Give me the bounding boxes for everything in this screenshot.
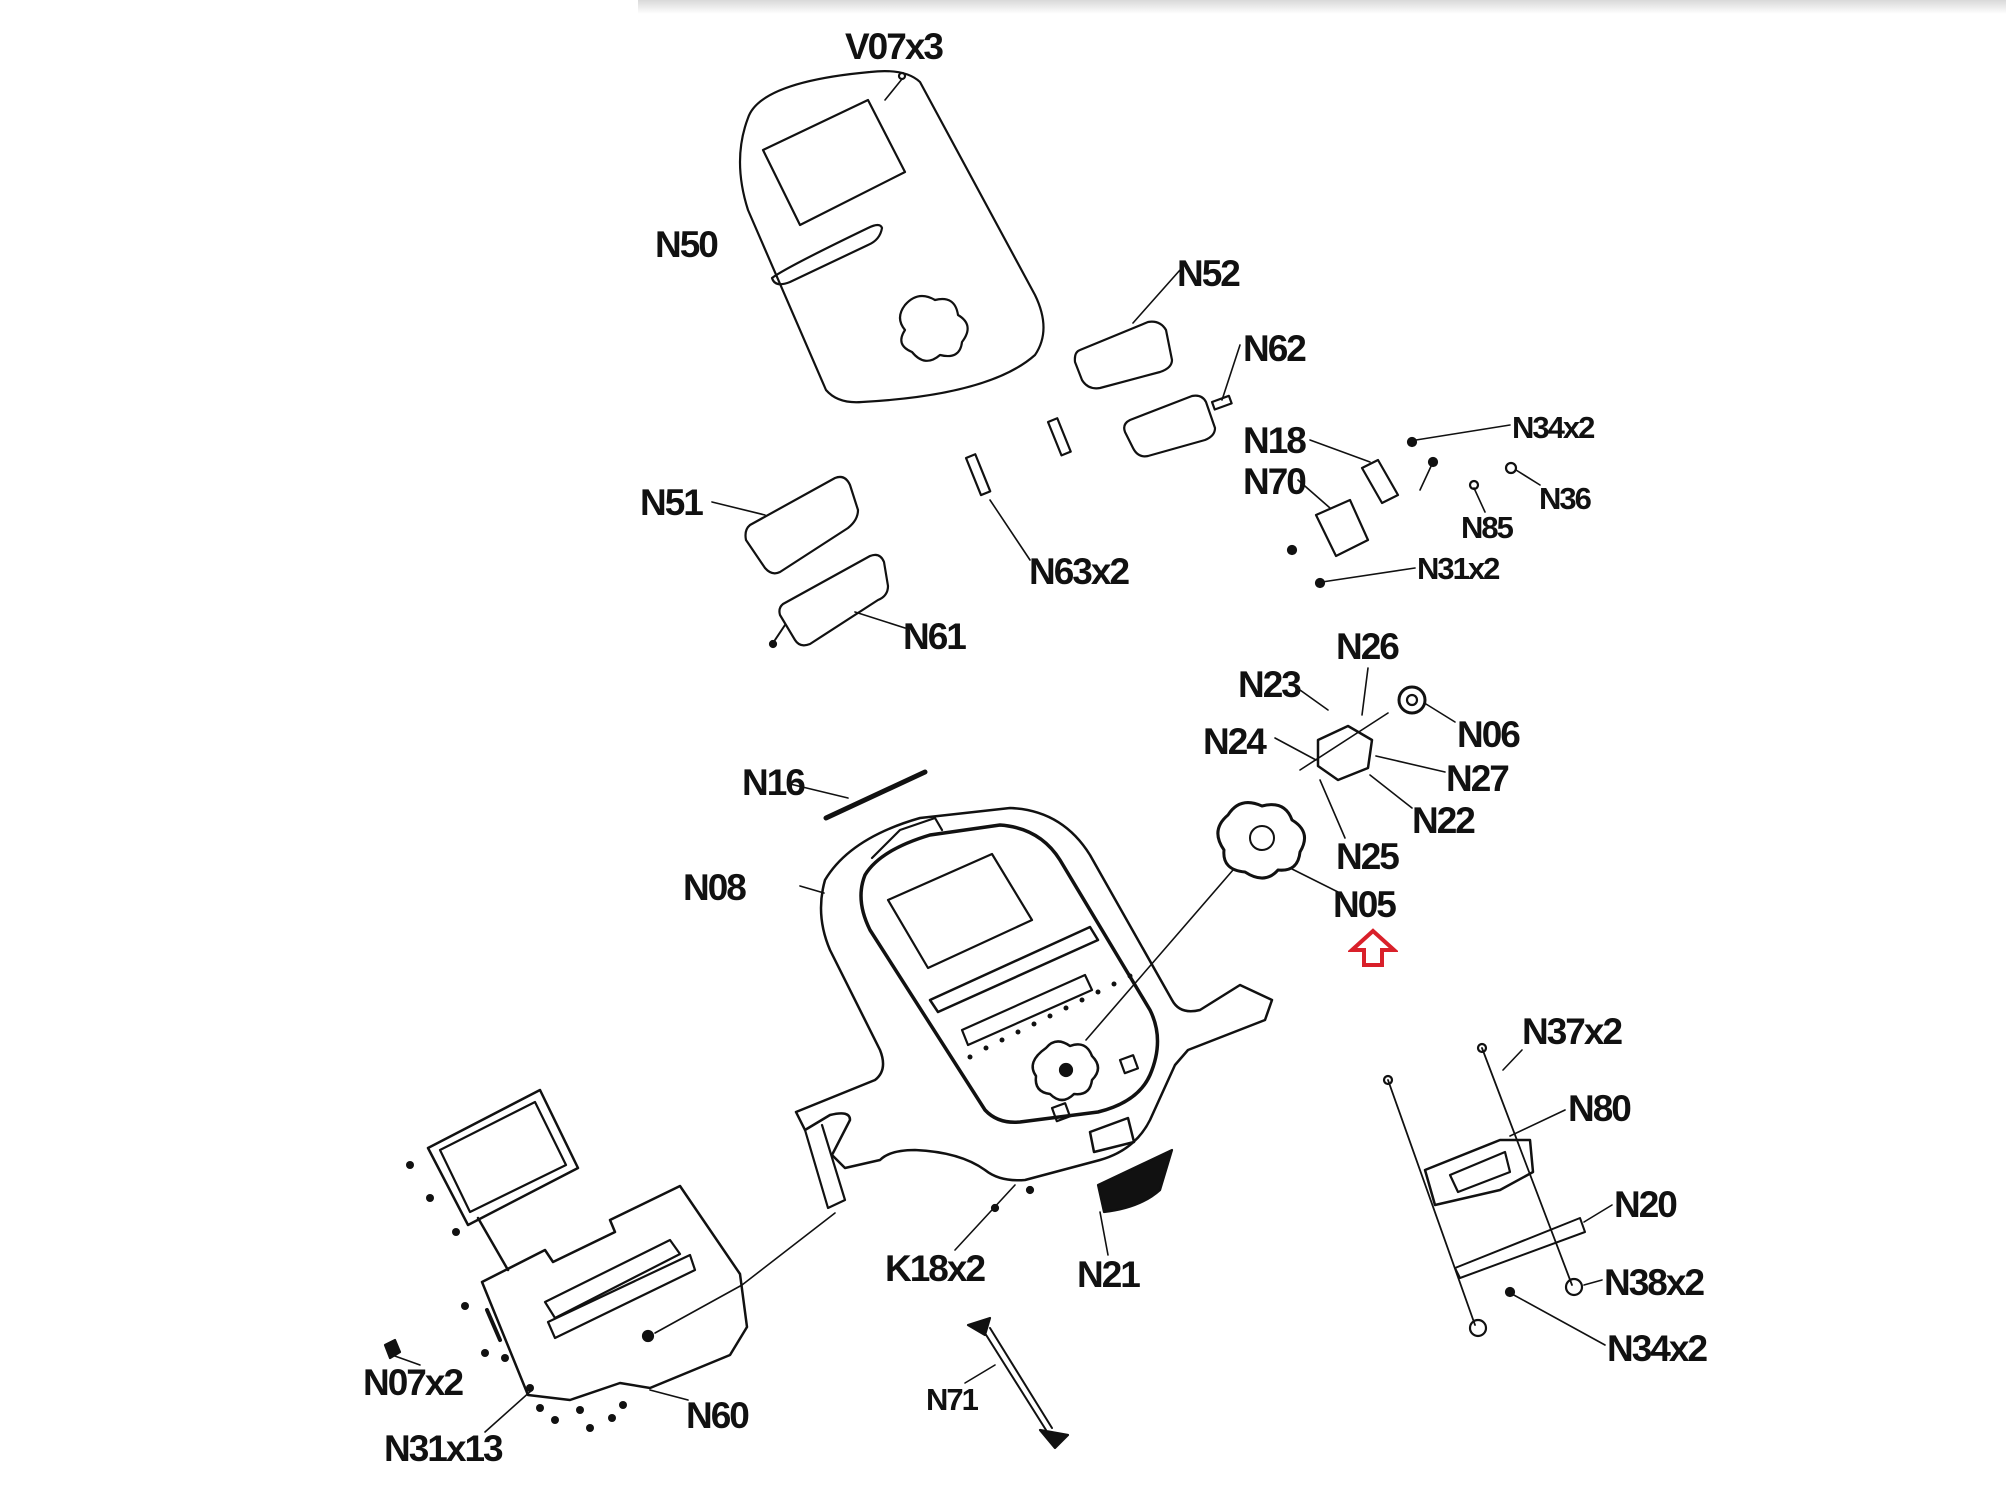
label-n22: N22 [1412, 800, 1476, 841]
label-n05: N05 [1333, 884, 1397, 925]
part-n50-overlay [738, 70, 1045, 404]
part-k18-screws [954, 1184, 1035, 1251]
label-n07: N07x2 [363, 1362, 464, 1403]
label-n37: N37x2 [1522, 1011, 1623, 1052]
label-n36: N36 [1539, 481, 1592, 516]
label-n23: N23 [1238, 664, 1302, 705]
label-n21: N21 [1077, 1254, 1141, 1295]
label-n61: N61 [903, 616, 967, 657]
part-n61-pad [768, 553, 906, 649]
label-n51: N51 [640, 482, 704, 523]
part-n52-pad [1073, 269, 1181, 390]
label-n08: N08 [683, 867, 747, 908]
label-n62: N62 [1243, 328, 1307, 369]
label-n50: N50 [655, 224, 719, 265]
label-n26: N26 [1336, 626, 1400, 667]
label-n06: N06 [1457, 714, 1521, 755]
label-n16: N16 [742, 762, 806, 803]
label-n70: N70 [1243, 461, 1307, 502]
label-n20: N20 [1614, 1184, 1678, 1225]
label-n25: N25 [1336, 836, 1400, 877]
top-scroll-shadow [638, 0, 2006, 14]
part-n16-strip [789, 769, 928, 821]
part-n18-n70-group [1286, 424, 1541, 589]
label-n38: N38x2 [1604, 1262, 1705, 1303]
label-n18: N18 [1243, 420, 1307, 461]
part-n51-pad [711, 475, 860, 575]
label-n71: N71 [926, 1382, 979, 1417]
part-n63-connectors [964, 417, 1072, 561]
part-n71-cable [964, 1316, 1070, 1450]
label-n63: N63x2 [1029, 551, 1130, 592]
part-knob-assembly [1085, 667, 1456, 1041]
label-n60: N60 [686, 1395, 750, 1436]
label-n52: N52 [1177, 253, 1241, 294]
label-n31-top: N31x2 [1417, 551, 1500, 586]
highlight-arrow-up-icon [1348, 928, 1398, 967]
label-n80: N80 [1568, 1088, 1632, 1129]
label-n34-bottom: N34x2 [1607, 1328, 1708, 1369]
label-n24: N24 [1203, 721, 1267, 762]
part-n80-bracket-group [1382, 1042, 1613, 1346]
label-n31-bottom: N31x13 [384, 1428, 504, 1469]
part-n62-pad [1123, 344, 1241, 458]
label-v07: V07x3 [845, 26, 944, 67]
label-k18: K18x2 [885, 1248, 986, 1289]
part-n08-console [794, 806, 1274, 1210]
label-n85: N85 [1461, 510, 1514, 545]
part-n21-grill [1096, 1148, 1174, 1256]
label-n34-top: N34x2 [1512, 410, 1595, 445]
label-n27: N27 [1446, 758, 1510, 799]
part-n60-board [383, 1088, 836, 1433]
